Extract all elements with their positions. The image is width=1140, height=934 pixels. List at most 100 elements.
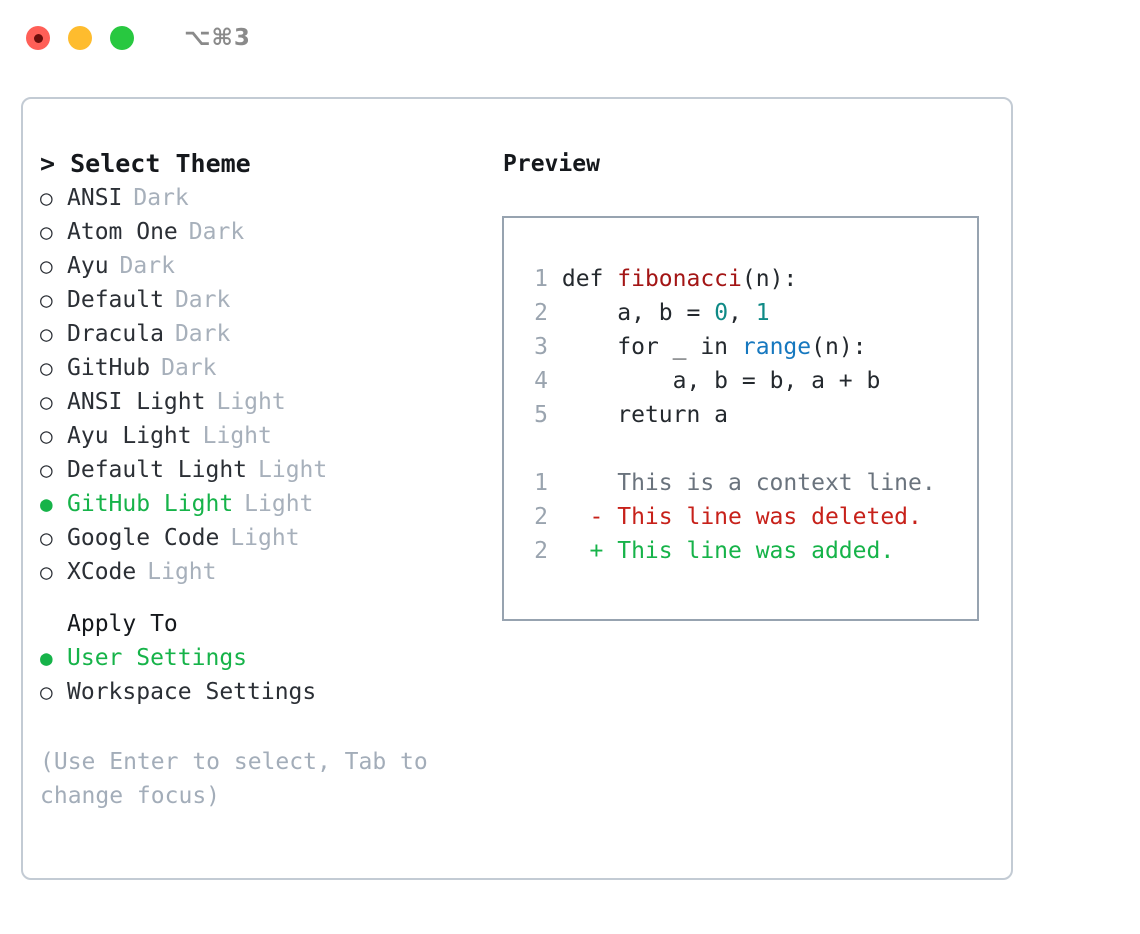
- select-theme-header: > Select Theme: [40, 149, 251, 178]
- theme-variant-badge: Light: [202, 423, 272, 449]
- theme-variant-badge: Light: [147, 559, 217, 585]
- line-number: 2: [534, 300, 548, 326]
- theme-option-label: ANSI Light: [67, 389, 206, 415]
- code-token: (n):: [811, 334, 867, 360]
- theme-option-ansi[interactable]: ○ ANSI Dark: [40, 181, 485, 215]
- code-token: fibonacci: [617, 266, 742, 292]
- line-number: 4: [534, 368, 548, 394]
- theme-option-label: Ayu: [67, 253, 109, 279]
- apply-to-option-user-settings[interactable]: ●User Settings: [40, 641, 485, 675]
- radio-unselected-icon: ○: [40, 424, 53, 448]
- preview-title: Preview: [503, 151, 600, 177]
- line-number: 5: [534, 402, 548, 428]
- line-number: 3: [534, 334, 548, 360]
- keyboard-hint: (Use Enter to select, Tab to change focu…: [40, 749, 428, 809]
- theme-variant-badge: Dark: [133, 185, 189, 211]
- theme-variant-badge: Dark: [119, 253, 175, 279]
- apply-to-list[interactable]: ●User Settings ○ Workspace Settings: [40, 641, 485, 709]
- line-number: 2: [534, 538, 548, 564]
- code-token: (n):: [741, 266, 798, 292]
- theme-option-label: GitHub: [67, 355, 151, 381]
- theme-option-label: ANSI: [67, 185, 123, 211]
- code-line: 3 for _ in range(n):: [522, 330, 977, 364]
- line-number: 1: [534, 470, 548, 496]
- close-button[interactable]: [26, 26, 50, 50]
- radio-unselected-icon: ○: [40, 458, 53, 482]
- window-controls: [26, 26, 134, 50]
- line-number: 1: [534, 266, 548, 292]
- theme-option-label: Default Light: [67, 457, 248, 483]
- code-line: 4 a, b = b, a + b: [522, 364, 977, 398]
- theme-option-github[interactable]: ○ GitHub Dark: [40, 351, 485, 385]
- theme-option-label: Dracula: [67, 321, 164, 347]
- theme-variant-badge: Dark: [161, 355, 217, 381]
- code-diff-spacer: [522, 432, 977, 466]
- radio-selected-icon: ●: [40, 646, 53, 670]
- theme-option-atom-one[interactable]: ○ Atom One Dark: [40, 215, 485, 249]
- radio-unselected-icon: ○: [40, 560, 53, 584]
- theme-option-github-light[interactable]: ● GitHub Light Light: [40, 487, 485, 521]
- code-line: 1 def fibonacci(n):: [522, 262, 977, 296]
- recording-dot-icon: [33, 33, 43, 43]
- radio-unselected-icon: ○: [40, 220, 53, 244]
- theme-option-dracula[interactable]: ○ Dracula Dark: [40, 317, 485, 351]
- radio-unselected-icon: ○: [40, 254, 53, 278]
- radio-unselected-icon: ○: [40, 526, 53, 550]
- theme-option-ayu-light[interactable]: ○ Ayu Light Light: [40, 419, 485, 453]
- radio-selected-icon: ●: [40, 492, 53, 516]
- diff-line: 1 This is a context line.: [522, 466, 977, 500]
- code-token: 1: [755, 300, 770, 326]
- code-line: 2 a, b = 0, 1: [522, 296, 977, 330]
- minimize-button[interactable]: [68, 26, 92, 50]
- radio-unselected-icon: ○: [40, 186, 53, 210]
- theme-variant-badge: Light: [216, 389, 286, 415]
- theme-option-label: GitHub Light: [67, 491, 234, 517]
- radio-unselected-icon: ○: [40, 322, 53, 346]
- theme-option-label: Default: [67, 287, 164, 313]
- apply-to-option-label: Workspace Settings: [67, 679, 317, 705]
- theme-variant-badge: Light: [230, 525, 300, 551]
- apply-to-option-workspace-settings[interactable]: ○ Workspace Settings: [40, 675, 485, 709]
- theme-option-label: Google Code: [67, 525, 220, 551]
- theme-variant-badge: Dark: [174, 321, 231, 347]
- diff-line: 2 - This line was deleted.: [522, 500, 977, 534]
- diff-sample: 1 This is a context line.2 - This line w…: [522, 466, 977, 568]
- theme-option-label: Ayu Light: [67, 423, 192, 449]
- theme-option-ayu[interactable]: ○ Ayu Dark: [40, 249, 485, 283]
- theme-option-xcode[interactable]: ○ XCode Light: [40, 555, 485, 589]
- apply-to-section: Apply To ●User Settings ○ Workspace Settin…: [40, 607, 485, 709]
- diff-text: - This line was deleted.: [548, 504, 922, 530]
- maximize-button[interactable]: [110, 26, 134, 50]
- diff-text: + This line was added.: [548, 538, 895, 564]
- theme-variant-badge: Light: [258, 457, 328, 483]
- preview-column: Preview 1 def fibonacci(n):2 a, b = 0, 1…: [485, 147, 1011, 878]
- code-token: a, b =: [561, 300, 715, 326]
- apply-to-header: Apply To: [67, 611, 178, 637]
- keyboard-shortcut-label: ⌥⌘3: [184, 25, 251, 51]
- theme-variant-badge: Dark: [188, 219, 245, 245]
- radio-unselected-icon: ○: [40, 356, 53, 380]
- diff-line: 2 + This line was added.: [522, 534, 977, 568]
- theme-option-label: Atom One: [67, 219, 178, 245]
- theme-option-default-light[interactable]: ○ Default Light Light: [40, 453, 485, 487]
- title-bar: ⌥⌘3: [0, 0, 1140, 76]
- code-token: def: [561, 266, 618, 292]
- radio-unselected-icon: ○: [40, 288, 53, 312]
- radio-unselected-icon: ○: [40, 680, 53, 704]
- code-token: ,: [728, 300, 756, 326]
- line-number: 2: [534, 504, 548, 530]
- theme-option-label: XCode: [67, 559, 137, 585]
- theme-option-google-code[interactable]: ○ Google Code Light: [40, 521, 485, 555]
- code-token: 0: [714, 300, 729, 326]
- theme-variant-badge: Light: [244, 491, 314, 517]
- code-token: for _ in: [561, 334, 742, 360]
- code-token: return a: [561, 402, 729, 428]
- code-token: a, b = b, a + b: [561, 368, 881, 394]
